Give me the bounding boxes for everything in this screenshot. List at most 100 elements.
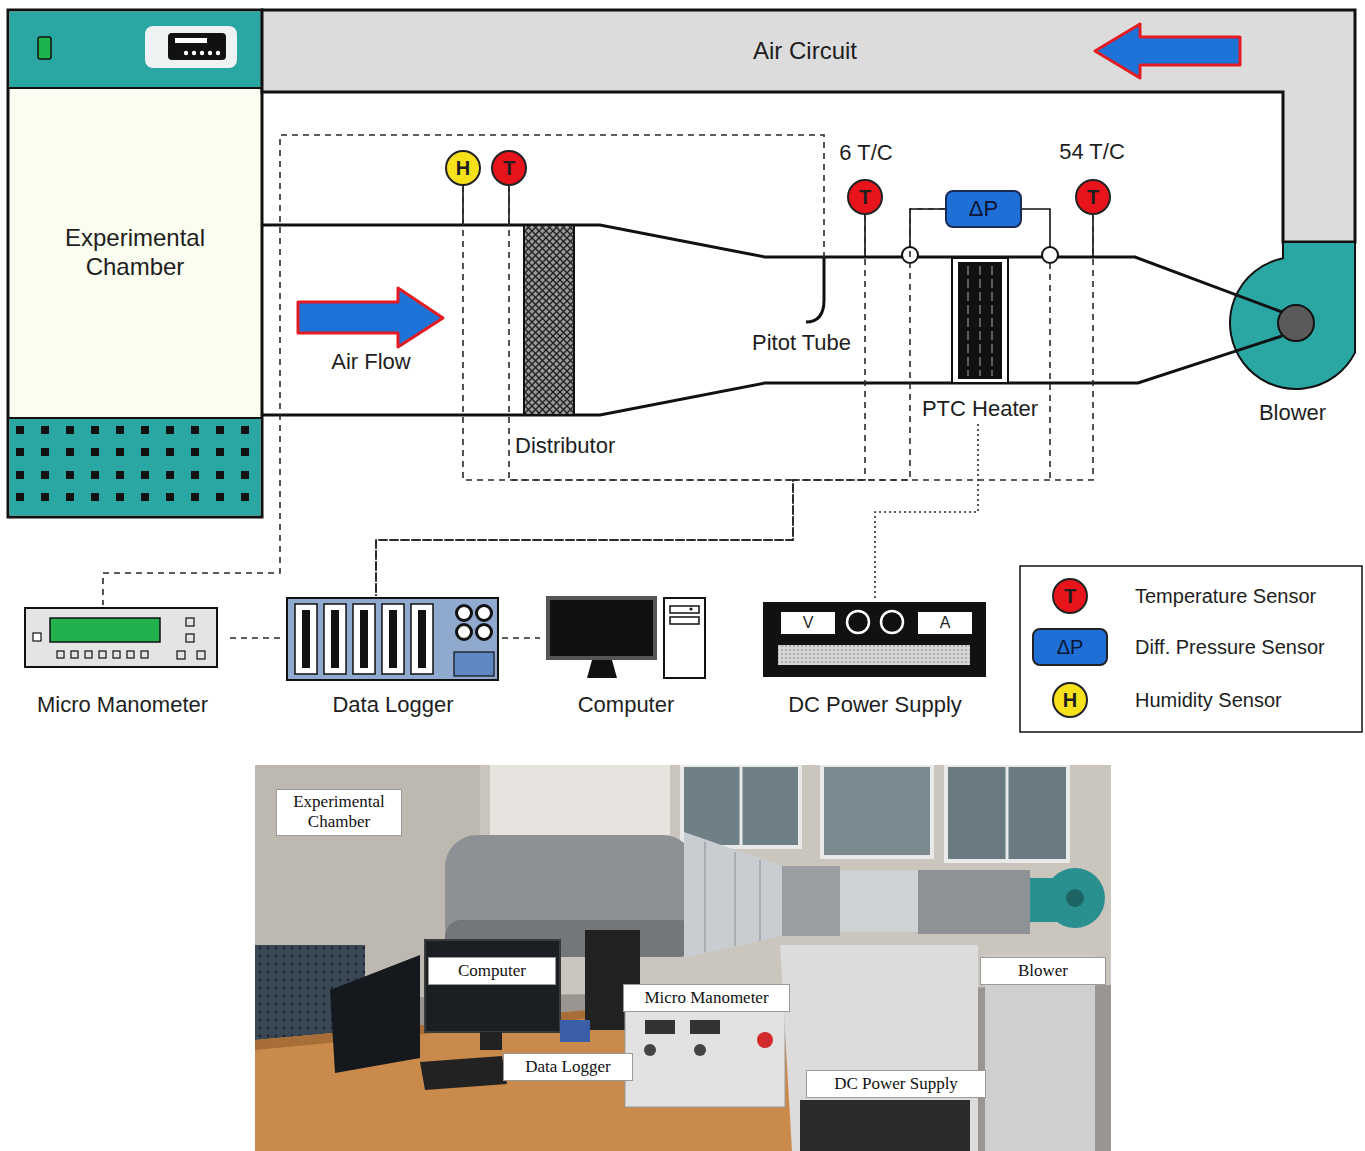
- distributor: Distributor: [512, 225, 640, 461]
- ptc-heater-symbol: [991, 266, 993, 376]
- computer-icon: [690, 608, 693, 611]
- chamber-cabinet: [145, 26, 237, 68]
- chamber-cabinet: [8, 87, 262, 89]
- humidity-sensor: H: [445, 150, 481, 186]
- chamber-vent-dots: [166, 426, 174, 434]
- data-logger-icon: [331, 610, 339, 668]
- temperature-sensor: T: [1075, 179, 1111, 215]
- setup-photo: [759, 860, 761, 941]
- data-logger-icon: [454, 652, 494, 676]
- pressure-sensor-text: ΔP: [969, 196, 998, 222]
- dc-power-supply-icon: [781, 612, 835, 634]
- chamber-vent-dots: [16, 471, 24, 479]
- chamber-vent-dots: [166, 471, 174, 479]
- ptc-heater-symbol: [967, 266, 969, 376]
- setup-photo: [330, 955, 420, 1073]
- power-wire: [875, 424, 978, 598]
- chamber-cabinet: [208, 51, 212, 55]
- chamber-vent-dots: [166, 493, 174, 501]
- dc-power-supply-icon: [881, 611, 903, 633]
- micro-manometer-icon: [25, 608, 217, 667]
- data-logger: Data Logger: [284, 596, 502, 720]
- chamber-vent-dots: [141, 493, 149, 501]
- signal-wire: [502, 637, 540, 639]
- chamber-vent-dots: [216, 426, 224, 434]
- blower: Blower: [1225, 242, 1360, 428]
- chamber-vent-dots: [91, 471, 99, 479]
- legend-symbol: H: [1063, 689, 1077, 712]
- legend-swatch: [1052, 578, 1088, 614]
- ptc-heater-symbol: [952, 258, 1008, 383]
- micro-manometer-icon: [85, 651, 92, 658]
- chamber-vent-dots: [91, 493, 99, 501]
- chamber-vent-dots: [241, 426, 249, 434]
- chamber-cabinet: [192, 51, 196, 55]
- photo-callout: Micro Manometer: [623, 984, 790, 1012]
- setup-photo: [800, 1100, 970, 1151]
- chamber-cabinet: [168, 33, 226, 60]
- chamber-vent-dots: [41, 448, 49, 456]
- setup-photo: [684, 832, 782, 958]
- setup-photo: [1006, 765, 1009, 861]
- photo-callout-text: Experimental Chamber: [283, 792, 395, 833]
- chamber-vent-dots: [191, 426, 199, 434]
- micro-manometer-icon: [71, 651, 78, 658]
- legend-symbol: ΔP: [1057, 636, 1084, 659]
- data-logger-icon: [295, 604, 317, 674]
- chamber-vent-dots: [241, 493, 249, 501]
- photo-callout-text: Blower: [1018, 961, 1068, 981]
- legend-swatch: [1052, 682, 1088, 718]
- chamber-label-text: Experimental Chamber: [50, 224, 220, 282]
- micro-manometer-icon: [197, 651, 205, 659]
- sensor-leads: [463, 186, 1093, 257]
- chamber-vent-dots: [16, 493, 24, 501]
- setup-photo: [445, 835, 695, 957]
- chamber-vent-dots: [116, 448, 124, 456]
- blower-symbol: [1230, 242, 1355, 389]
- computer-icon: [670, 606, 699, 613]
- data-logger-icon: [324, 604, 346, 674]
- computer-icon: [587, 660, 617, 678]
- signal-wire: [376, 215, 1093, 596]
- distributor-mesh: [524, 225, 574, 415]
- pressure-tap: [902, 247, 1058, 480]
- chamber-cabinet: [10, 12, 261, 89]
- chamber-vent-dots: [91, 448, 99, 456]
- chamber-vent-dots: [41, 471, 49, 479]
- photo-callout: Data Logger: [503, 1053, 633, 1081]
- dc-power-supply-icon: [763, 602, 986, 677]
- signal-wire: [376, 215, 865, 596]
- pressure-sensor: ΔP: [945, 190, 1022, 228]
- setup-photo: [918, 870, 1030, 934]
- dc-power-supply-icon: [918, 612, 972, 634]
- chamber-vent-dots: [66, 448, 74, 456]
- data-logger-icon: [477, 606, 492, 621]
- chamber-vent-dots: [191, 493, 199, 501]
- computer-text: Computer: [578, 692, 675, 718]
- photo-callout-text: Data Logger: [525, 1057, 610, 1077]
- chamber-vent-dots: [141, 448, 149, 456]
- setup-photo: [1066, 889, 1084, 907]
- photo-callout: DC Power Supply: [806, 1070, 986, 1098]
- chamber-cabinet: [8, 417, 262, 419]
- chamber-vent-dots: [16, 448, 24, 456]
- pitot-tube-symbol: [806, 258, 824, 322]
- data-logger-icon: [457, 606, 472, 621]
- air-circuit-duct: [262, 10, 1355, 242]
- pressure-tap: [1042, 247, 1058, 263]
- data-logger-icon: [477, 625, 492, 640]
- computer-icon: [670, 617, 699, 624]
- data-logger-icon: [287, 598, 498, 680]
- photo-callout-text: DC Power Supply: [834, 1074, 958, 1094]
- setup-photo: [780, 945, 978, 1151]
- setup-photo: [255, 765, 1111, 1151]
- chamber-cabinet: [184, 51, 188, 55]
- signal-wire: [376, 209, 945, 596]
- setup-photo: [694, 1044, 706, 1056]
- setup-photo: [946, 765, 1068, 861]
- temperature-sensor-text: T: [503, 156, 515, 180]
- humidity-sensor-text: H: [456, 156, 470, 180]
- micro-manometer-icon: [57, 651, 64, 658]
